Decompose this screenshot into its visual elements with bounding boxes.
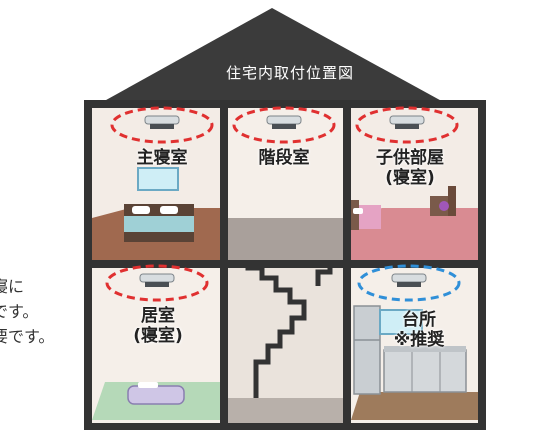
refrigerator-icon [353,305,381,395]
desk-icon [430,186,456,216]
smoke-alarm-master [144,115,180,129]
diagram-title: 住宅内取付位置図 [225,64,354,82]
smoke-alarm-kitchen [391,273,427,287]
room-label-stairs-text: 階段室 [258,148,310,168]
floor-stairwell [228,398,343,423]
smoke-alarm-stairs [266,115,302,129]
house-roof [88,8,458,110]
floor-kids [351,208,478,260]
room-label-kids-line2: (寝室) [385,168,435,188]
room-label-living: 居室 (寝室) [115,306,201,346]
room-label-master-bedroom: 主寝室 [116,148,208,168]
bed-icon [124,204,194,242]
room-label-stairs: 階段室 [238,148,330,168]
kitchen-counter-icon [383,346,467,393]
room-label-kids-line1: 子供部屋 [376,148,444,168]
required-ring-living [105,264,209,302]
recommended-ring-kitchen [357,264,461,302]
room-label-master-text: 主寝室 [136,148,188,168]
staircase [245,260,307,398]
window-master [137,167,179,191]
room-label-kitchen-line2: ※推奨 [393,330,445,350]
required-ring-master [110,106,214,144]
required-ring-stairs [232,106,336,144]
side-note-line3: 要です。 [0,327,55,346]
room-label-kitchen-line1: 台所 [402,310,436,330]
room-label-living-line1: 居室 [141,306,175,326]
side-note-line1: 寝に [0,277,25,296]
required-ring-kids [355,106,459,144]
futon-icon [127,382,185,405]
smoke-alarm-living [139,273,175,287]
staircase-upper [315,260,333,286]
smoke-alarm-kids [389,115,425,129]
room-label-kitchen: 台所 ※推奨 [384,310,454,350]
floor-kitchen [351,392,478,420]
kids-bed-icon [351,200,381,230]
room-stairwell-bg [228,268,343,423]
side-note-line2: です。 [0,302,39,321]
window-kitchen [379,309,423,335]
floor-stairs [228,218,343,260]
room-label-living-line2: (寝室) [133,326,183,346]
room-label-kids: 子供部屋 (寝室) [360,148,460,188]
side-note: 寝に です。 要です。 [0,274,54,349]
